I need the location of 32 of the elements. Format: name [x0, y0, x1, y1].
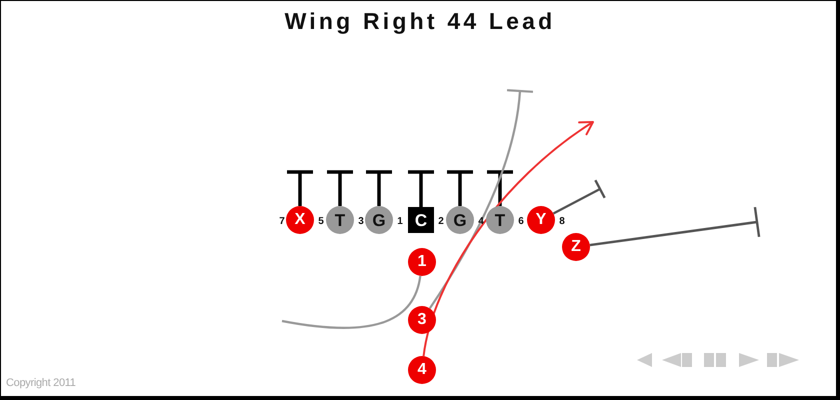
player-circle: 1 — [408, 248, 436, 276]
player-circle: G — [446, 206, 474, 234]
player-circle: Z — [562, 233, 590, 261]
center-square: C — [408, 207, 434, 233]
player-circle: Y — [527, 206, 555, 234]
block-line — [428, 88, 534, 309]
player-circle: T — [486, 206, 514, 234]
block-line — [485, 170, 515, 206]
gap-number: 3 — [358, 217, 364, 227]
player-circle: G — [365, 206, 393, 234]
player-circle: 4 — [408, 356, 436, 384]
gap-number: 5 — [318, 217, 324, 227]
player-circle: T — [326, 206, 354, 234]
copyright-note: Copyright 2011 — [6, 378, 76, 388]
gap-number: 2 — [438, 217, 444, 227]
gap-number: 7 — [279, 217, 285, 227]
gap-number: 4 — [478, 217, 484, 227]
block-line — [445, 170, 475, 206]
gap-number: 6 — [518, 217, 524, 227]
block-line — [406, 170, 436, 207]
route-line — [282, 276, 422, 329]
block-line — [590, 206, 760, 246]
block-line — [325, 170, 355, 206]
block-line — [364, 170, 394, 206]
block-line — [552, 178, 606, 215]
player-circle: X — [286, 206, 314, 234]
route-arrow — [422, 121, 594, 356]
gap-number: 1 — [397, 217, 403, 227]
block-line — [285, 170, 315, 206]
gap-number: 8 — [559, 217, 565, 227]
player-circle: 3 — [408, 306, 436, 334]
title: Wing Right 44 Lead — [284, 9, 556, 34]
